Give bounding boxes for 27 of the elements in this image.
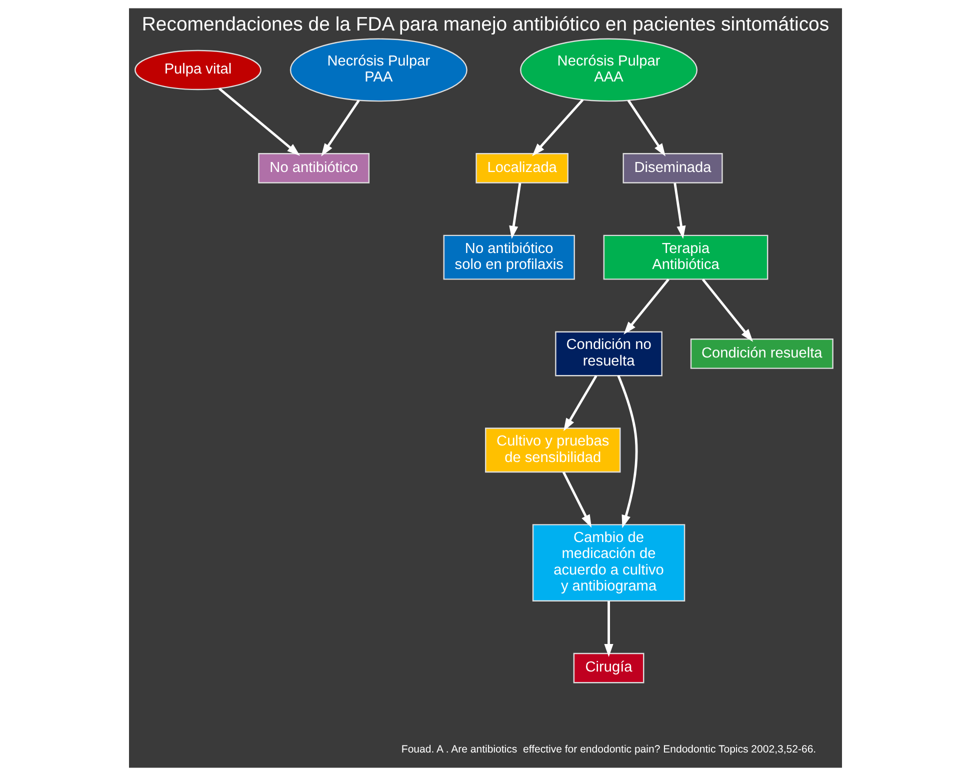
arrow bbox=[604, 601, 613, 658]
node-ellipse: Necrósis Pulpar PAA bbox=[289, 38, 467, 102]
arrow bbox=[616, 375, 638, 528]
diagram-title: Recomendaciones de la FDA para manejo antibiótico en pacientes sintomáticos bbox=[141, 13, 829, 36]
node-box: Cirugía bbox=[572, 652, 644, 684]
node-box: Localizada bbox=[475, 152, 568, 184]
node-box: Diseminada bbox=[622, 152, 722, 184]
node-box: Cultivo y pruebas de sensibilidad bbox=[484, 428, 620, 473]
arrow bbox=[532, 98, 584, 156]
arrow bbox=[673, 182, 686, 239]
node-box: Cambio de medicación de acuerdo a cultivo y antibiograma bbox=[532, 524, 685, 602]
node-box: No antibiótico bbox=[258, 152, 370, 184]
arrow bbox=[623, 278, 669, 335]
node-box: Terapia Antibiótica bbox=[602, 234, 768, 280]
arrow bbox=[701, 278, 753, 342]
node-ellipse: Necrósis Pulpar AAA bbox=[520, 38, 698, 102]
arrow bbox=[626, 100, 666, 156]
node-ellipse: Pulpa vital bbox=[134, 50, 261, 90]
arrow bbox=[562, 472, 592, 528]
arrow bbox=[563, 375, 597, 432]
node-box: Condición resuelta bbox=[690, 338, 833, 369]
caption: Fouad. A . Are antibiotics effective for endodontic pain? Endodontic Topics 2002,3,52-66. bbox=[400, 744, 816, 756]
arrow bbox=[508, 182, 521, 239]
arrow bbox=[320, 100, 360, 156]
arrow bbox=[218, 88, 300, 156]
node-box: Condición no resuelta bbox=[554, 331, 662, 376]
node-box: No antibiótico solo en profilaxis bbox=[442, 234, 574, 280]
